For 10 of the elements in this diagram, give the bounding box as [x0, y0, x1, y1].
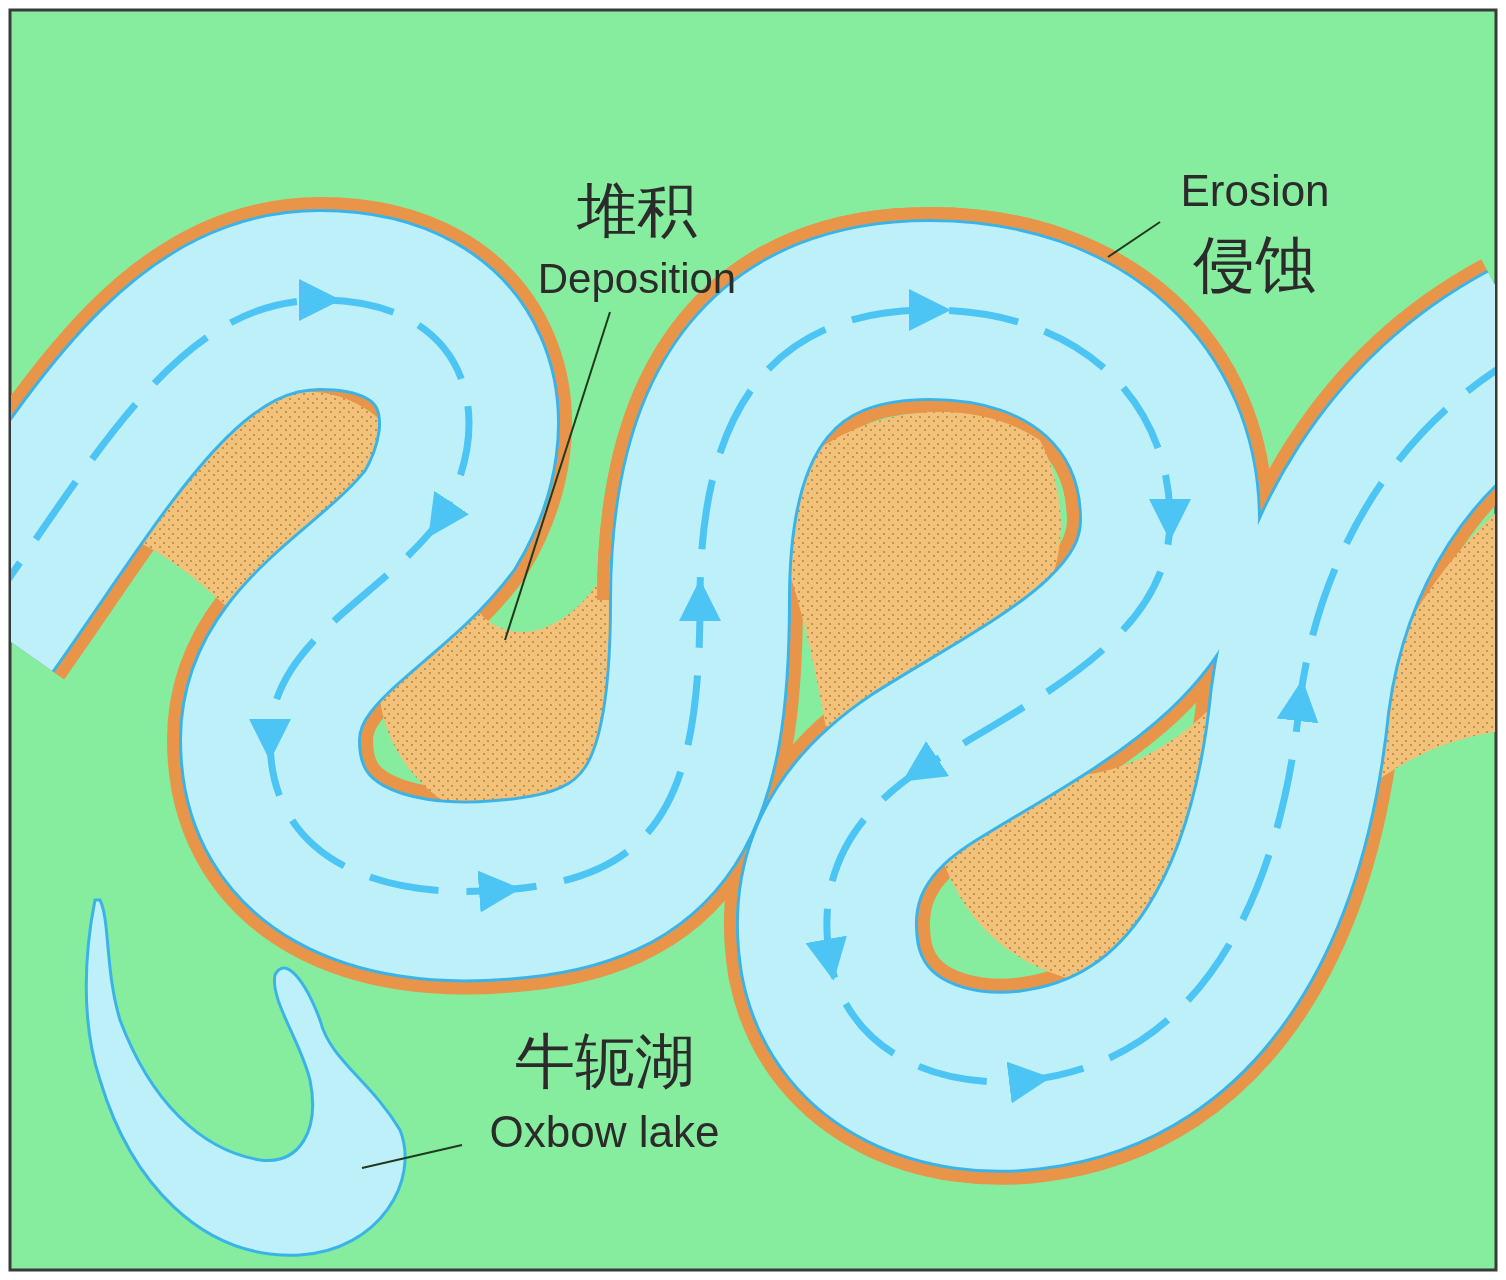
- term-label: Deposition: [536, 254, 738, 304]
- leader-line: [504, 311, 611, 641]
- oxbow-lake: [84, 898, 407, 1257]
- term-label: Erosion: [1179, 165, 1331, 217]
- leader-line: [361, 1144, 463, 1169]
- term-label: 牛轭湖: [513, 1027, 696, 1097]
- leader-line: [1107, 221, 1161, 258]
- term-label: 侵蚀: [1192, 229, 1318, 301]
- term-label: Oxbow lake: [488, 1106, 721, 1158]
- term-label: 堆积: [576, 176, 698, 246]
